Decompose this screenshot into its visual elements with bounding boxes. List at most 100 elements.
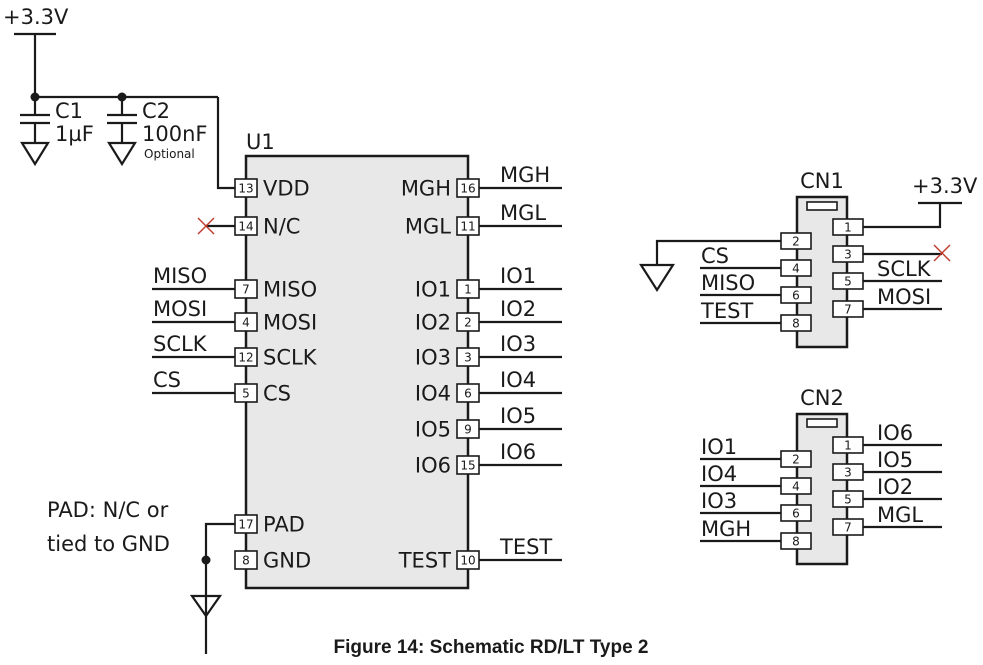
pin-number: 13	[238, 182, 253, 196]
pin-number: 4	[792, 480, 800, 494]
vcc-label: +3.3V	[3, 5, 69, 29]
pin-box	[234, 312, 258, 332]
pin-number: 8	[242, 554, 250, 568]
net-label: IO4	[500, 368, 536, 392]
no-connect-marker	[197, 217, 215, 235]
u1-body	[244, 154, 470, 590]
cn1-pin-2: 2	[780, 232, 812, 250]
pin-number: 1	[464, 283, 472, 297]
net-label: MISO	[701, 271, 755, 295]
pin-box	[456, 419, 480, 439]
capacitor-c2: C2 100nF Optional	[107, 97, 207, 167]
pin-box	[832, 490, 864, 508]
pin-box	[832, 518, 864, 536]
power-section: +3.3V C1 1µF C2 100nF Optional	[3, 5, 235, 190]
pin-name: IO6	[415, 454, 451, 478]
pin-name: MOSI	[263, 311, 317, 335]
pin-number: 4	[792, 262, 800, 276]
pin-number: 8	[792, 535, 800, 549]
net-label: IO6	[500, 440, 536, 464]
pin-box	[780, 477, 812, 495]
pin-number: 2	[464, 316, 472, 330]
c1-ref: C1	[55, 99, 83, 123]
pin-number: 11	[460, 220, 475, 234]
pin-box	[234, 216, 258, 236]
pin-box	[234, 550, 258, 570]
pin-name: IO1	[415, 278, 451, 302]
pin-number: 7	[844, 303, 852, 317]
net-label: IO6	[877, 421, 913, 445]
cn1-vcc-label: +3.3V	[912, 174, 978, 198]
cn1-pin-6: MISO 6	[700, 271, 812, 304]
pin-box	[456, 312, 480, 332]
pin-number: 6	[792, 507, 800, 521]
pin-number: 12	[238, 351, 253, 365]
pin-box	[832, 272, 864, 290]
ground-icon	[638, 263, 676, 293]
vdd-to-u1-wire	[216, 97, 235, 190]
c2-value: 100nF	[142, 122, 207, 146]
pin-name: VDD	[263, 177, 310, 201]
pin-box	[234, 383, 258, 403]
u1-pin-vdd: 13 VDD	[234, 177, 310, 201]
pin-name: IO3	[415, 346, 451, 370]
net-label: IO2	[500, 297, 536, 321]
net-label: IO1	[500, 264, 536, 288]
pin-box	[832, 436, 864, 454]
pin-box	[832, 300, 864, 318]
pin-number: 6	[792, 289, 800, 303]
pin-name: SCLK	[263, 346, 318, 370]
pad-gnd-section: PAD: N/C or tied to GND	[47, 498, 235, 654]
net-label: IO5	[877, 448, 913, 472]
pin-number: 7	[844, 521, 852, 535]
u1-ref: U1	[246, 130, 275, 154]
pin-name: MISO	[263, 278, 317, 302]
pin-box	[456, 383, 480, 403]
pin-number: 1	[844, 221, 852, 235]
net-label: IO2	[877, 475, 913, 499]
net-label: MGL	[877, 503, 923, 527]
net-label: SCLK	[877, 257, 932, 281]
pin-box	[456, 279, 480, 299]
net-label: TEST	[700, 299, 753, 323]
cn1-pin-5: SCLK 5	[832, 257, 942, 290]
pin-box	[456, 550, 480, 570]
cn2-pin-1: IO6 1	[832, 421, 942, 454]
pad-note-line2: tied to GND	[47, 532, 170, 556]
pin-number: 3	[464, 351, 472, 365]
pin-number: 1	[844, 439, 852, 453]
junction-dot	[201, 555, 211, 565]
pad-gnd-wire	[204, 522, 235, 654]
pin-number: 3	[844, 248, 852, 262]
net-label: MGH	[500, 163, 550, 187]
pin-name: MGH	[401, 177, 451, 201]
pin-name: IO2	[415, 311, 451, 335]
figure-caption: Figure 14: Schematic RD/LT Type 2	[334, 637, 649, 658]
cn1-vcc-wire	[863, 203, 942, 229]
net-label: MISO	[153, 264, 207, 288]
net-label: IO3	[500, 332, 536, 356]
c2-note: Optional	[144, 147, 195, 161]
net-label: TEST	[499, 535, 552, 559]
pin-name: TEST	[398, 549, 451, 573]
pin-number: 5	[844, 275, 852, 289]
cn1-pin-3: 3	[832, 245, 864, 263]
